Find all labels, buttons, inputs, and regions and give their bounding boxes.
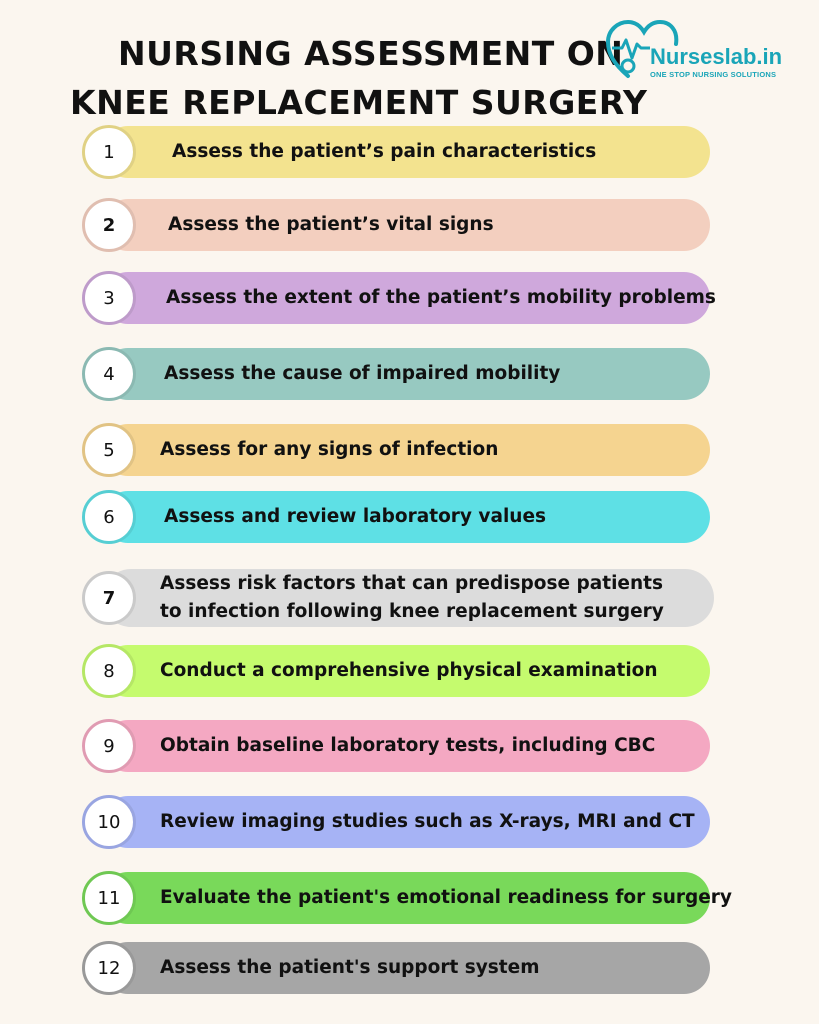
item-text: Assess the patient's support system bbox=[160, 957, 540, 978]
page-title-line-1: NURSING ASSESSMENT ON bbox=[118, 34, 624, 73]
list-item: 9 Obtain baseline laboratory tests, inclu… bbox=[82, 719, 710, 773]
item-pill bbox=[102, 720, 710, 772]
item-text: Obtain baseline laboratory tests, includ… bbox=[160, 735, 656, 756]
item-text: Evaluate the patient's emotional readine… bbox=[160, 887, 732, 908]
list-item: 3 Assess the extent of the patient’s mobi… bbox=[82, 271, 716, 325]
list-item: 10 Review imaging studies such as X-rays,… bbox=[82, 795, 710, 849]
item-number-badge: 10 bbox=[82, 795, 136, 849]
item-text: Review imaging studies such as X-rays, M… bbox=[160, 811, 695, 832]
item-pill bbox=[102, 491, 710, 543]
logo-name: Nurseslab.in bbox=[650, 44, 783, 69]
item-pill bbox=[102, 872, 710, 924]
list-item: 4 Assess the cause of impaired mobility bbox=[82, 347, 710, 401]
item-text: Assess the patient’s vital signs bbox=[168, 214, 494, 235]
item-pill bbox=[102, 348, 710, 400]
item-text: Assess and review laboratory values bbox=[164, 506, 547, 527]
item-number-badge: 12 bbox=[82, 941, 136, 995]
item-number-badge: 3 bbox=[82, 271, 136, 325]
item-text: Assess for any signs of infection bbox=[160, 439, 499, 460]
item-number-badge: 8 bbox=[82, 644, 136, 698]
item-pill bbox=[102, 199, 710, 251]
list-item: 6 Assess and review laboratory values bbox=[82, 490, 710, 544]
item-pill bbox=[102, 645, 710, 697]
list-item: 8 Conduct a comprehensive physical examin… bbox=[82, 644, 710, 698]
logo-tagline: ONE STOP NURSING SOLUTIONS bbox=[650, 70, 777, 79]
item-text: Assess the patient’s pain characteristic… bbox=[172, 141, 597, 162]
item-number-badge: 7 bbox=[82, 571, 136, 625]
item-number-badge: 5 bbox=[82, 423, 136, 477]
page-title-line-2: KNEE REPLACEMENT SURGERY bbox=[70, 83, 648, 122]
item-number-badge: 9 bbox=[82, 719, 136, 773]
item-pill bbox=[102, 424, 710, 476]
heart-stethoscope-icon bbox=[606, 19, 679, 78]
item-pill bbox=[102, 126, 710, 178]
item-number-badge: 11 bbox=[82, 871, 136, 925]
list-item: 5 Assess for any signs of infection bbox=[82, 423, 710, 477]
item-pill bbox=[102, 272, 710, 324]
list-item: 1 Assess the patient’s pain characteristi… bbox=[82, 125, 710, 179]
item-pill bbox=[102, 569, 714, 627]
item-number-badge: 4 bbox=[82, 347, 136, 401]
item-text: Assess the extent of the patient’s mobil… bbox=[166, 287, 716, 308]
item-text: Assess risk factors that can predispose … bbox=[160, 573, 664, 622]
item-pill bbox=[102, 942, 710, 994]
item-number-badge: 1 bbox=[82, 125, 136, 179]
list-item: 11 Evaluate the patient's emotional readi… bbox=[82, 871, 732, 925]
list-item: 7 Assess risk factors that can predispose… bbox=[82, 569, 714, 627]
item-pill bbox=[102, 796, 710, 848]
item-text: Assess the cause of impaired mobility bbox=[164, 363, 561, 384]
list-item: 2 Assess the patient’s vital signs bbox=[82, 198, 710, 252]
item-number-badge: 2 bbox=[82, 198, 136, 252]
list-item: 12 Assess the patient's support system bbox=[82, 941, 710, 995]
item-number-badge: 6 bbox=[82, 490, 136, 544]
nurseslab-logo: Nurseslab.in ONE STOP NURSING SOLUTIONS bbox=[606, 14, 806, 84]
item-text: Conduct a comprehensive physical examina… bbox=[160, 660, 658, 681]
